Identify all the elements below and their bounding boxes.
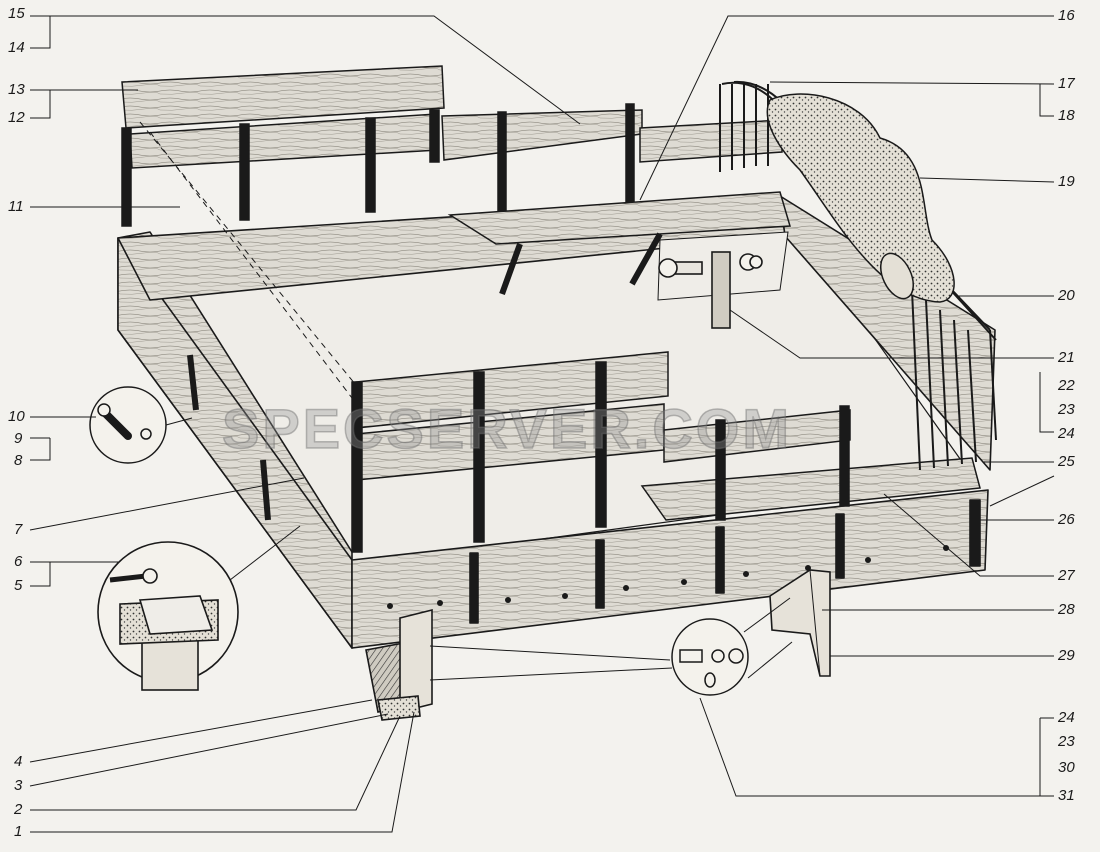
hinge-bracket-left bbox=[365, 608, 433, 721]
hinge-leader bbox=[165, 417, 193, 426]
clamp-detail bbox=[657, 231, 789, 329]
seat-post-3 bbox=[595, 361, 607, 528]
seat-post-4 bbox=[715, 419, 726, 521]
callout-12: 12 bbox=[8, 109, 25, 126]
detail-washer bbox=[711, 649, 725, 663]
tail-stake-3 bbox=[715, 526, 725, 594]
pocket-leader bbox=[229, 525, 301, 581]
tail-stake-5 bbox=[969, 499, 981, 567]
detail-lockwasher bbox=[704, 672, 716, 688]
seat-post-5 bbox=[839, 405, 850, 507]
callout-31: 31 bbox=[1058, 787, 1075, 804]
rack-post-6 bbox=[625, 103, 635, 203]
rack-guide-dashed-1 bbox=[139, 121, 361, 391]
tarpaulin-roll bbox=[766, 93, 955, 303]
seat-rail-rear bbox=[663, 409, 851, 463]
stake-pocket-detail bbox=[97, 525, 301, 691]
callout-19: 19 bbox=[1058, 173, 1075, 190]
front-rack bbox=[121, 65, 783, 399]
clamp-nut bbox=[749, 255, 763, 269]
detail-bolt bbox=[679, 649, 703, 663]
callout-11: 11 bbox=[8, 198, 24, 215]
callout-13: 13 bbox=[8, 81, 25, 98]
seat-post-1 bbox=[351, 381, 363, 553]
tail-stake-4 bbox=[835, 513, 845, 579]
callout-4: 4 bbox=[14, 753, 23, 770]
callout-5: 5 bbox=[14, 577, 23, 594]
callout-29: 29 bbox=[1058, 647, 1075, 664]
callout-15: 15 bbox=[8, 5, 25, 22]
tail-stake-2 bbox=[595, 539, 605, 609]
callout-22: 22 bbox=[1058, 377, 1075, 394]
rack-post-4 bbox=[429, 109, 440, 163]
callout-24-bottom: 24 bbox=[1058, 709, 1075, 726]
callout-9: 9 bbox=[14, 430, 23, 447]
callout-26: 26 bbox=[1058, 511, 1075, 528]
rack-front-rail bbox=[639, 119, 783, 163]
tail-board bbox=[351, 489, 989, 649]
tail-stake-1 bbox=[469, 552, 479, 624]
bolt-detail bbox=[429, 597, 793, 696]
callout-3: 3 bbox=[14, 777, 23, 794]
tarpaulin-roll-end bbox=[880, 252, 914, 300]
seat-post-2 bbox=[473, 371, 485, 543]
callout-14: 14 bbox=[8, 39, 25, 56]
callout-24: 24 bbox=[1058, 425, 1075, 442]
hinge-pin-detail bbox=[89, 386, 193, 464]
callout-30: 30 bbox=[1058, 759, 1075, 776]
callout-21: 21 bbox=[1058, 349, 1075, 366]
callout-17: 17 bbox=[1058, 75, 1075, 92]
callout-23: 23 bbox=[1058, 401, 1075, 418]
callout-7: 7 bbox=[14, 521, 23, 538]
clamp-bracket bbox=[711, 251, 731, 329]
rack-post-3 bbox=[365, 117, 376, 213]
callout-23-bottom: 23 bbox=[1058, 733, 1075, 750]
callout-20: 20 bbox=[1058, 287, 1075, 304]
callout-16: 16 bbox=[1058, 7, 1075, 24]
rack-post-1 bbox=[121, 127, 132, 227]
pocket-bolt bbox=[109, 573, 147, 583]
callout-6: 6 bbox=[14, 553, 23, 570]
rack-top-board bbox=[121, 65, 445, 129]
rack-guide-dashed-2 bbox=[149, 131, 353, 399]
hinge-bracket-right bbox=[769, 569, 831, 677]
callout-28: 28 bbox=[1058, 601, 1075, 618]
detail-nut bbox=[728, 648, 744, 664]
callout-2: 2 bbox=[14, 801, 23, 818]
tarpaulin-bows bbox=[719, 80, 997, 471]
callout-10: 10 bbox=[8, 408, 25, 425]
callout-25: 25 bbox=[1058, 453, 1075, 470]
rack-side-board bbox=[441, 109, 643, 161]
callout-1: 1 bbox=[14, 823, 23, 840]
rack-post-2 bbox=[239, 123, 250, 221]
leader-lines bbox=[29, 15, 1055, 833]
bench-seat bbox=[447, 191, 791, 296]
rack-post-5 bbox=[497, 111, 507, 213]
callout-27: 27 bbox=[1058, 567, 1075, 584]
callout-8: 8 bbox=[14, 452, 23, 469]
side-seat-rack bbox=[351, 351, 981, 553]
callout-18: 18 bbox=[1058, 107, 1075, 124]
fold-seat bbox=[640, 457, 981, 521]
